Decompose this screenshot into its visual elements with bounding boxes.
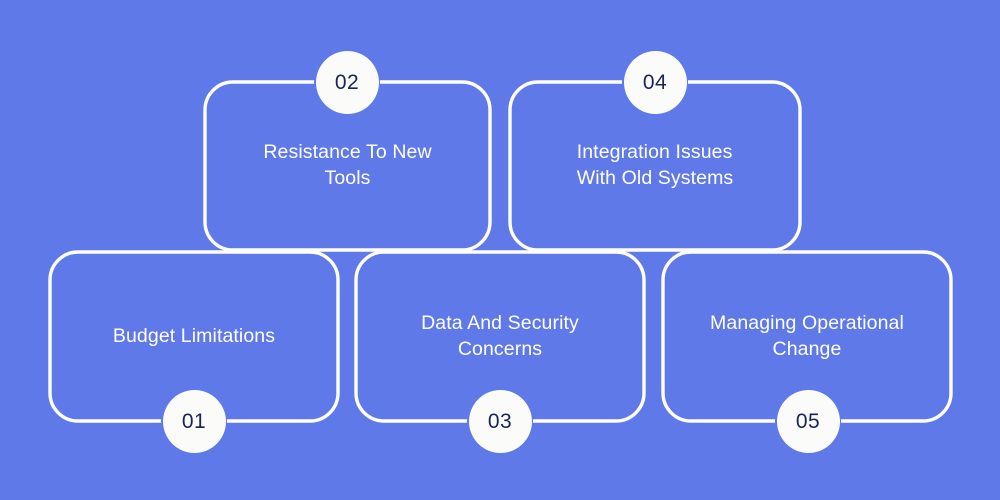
step-number-05: 05 xyxy=(795,409,821,433)
card-label-01: Budget Limitations xyxy=(112,324,276,347)
card-04[interactable]: Integration Issues With Old Systems xyxy=(510,82,800,250)
card-label-05: Managing Operational Change xyxy=(710,311,904,360)
card-outline-01 xyxy=(48,250,340,423)
card-outline-03 xyxy=(354,250,646,423)
step-number-01: 01 xyxy=(181,409,207,433)
step-badge-04[interactable]: 04 xyxy=(623,50,687,114)
card-label-03: Data And Security Concerns xyxy=(421,311,579,360)
step-badge-05[interactable]: 05 xyxy=(776,389,840,453)
step-badge-02[interactable]: 02 xyxy=(315,50,379,114)
card-03[interactable]: Data And Security Concerns xyxy=(356,252,644,421)
step-number-02: 02 xyxy=(334,70,360,94)
step-badge-03[interactable]: 03 xyxy=(468,389,532,453)
card-05[interactable]: Managing Operational Change xyxy=(663,252,951,421)
card-outline-05 xyxy=(661,250,953,423)
card-label-04: Integration Issues With Old Systems xyxy=(576,141,734,189)
card-label-02: Resistance To New Tools xyxy=(263,141,432,189)
step-badge-01[interactable]: 01 xyxy=(162,389,226,453)
step-number-04: 04 xyxy=(642,70,668,94)
card-01[interactable]: Budget Limitations xyxy=(50,252,338,421)
card-outline-04 xyxy=(508,80,802,252)
card-outline-02 xyxy=(203,80,492,252)
card-02[interactable]: Resistance To New Tools xyxy=(205,82,490,250)
step-number-03: 03 xyxy=(487,409,513,433)
